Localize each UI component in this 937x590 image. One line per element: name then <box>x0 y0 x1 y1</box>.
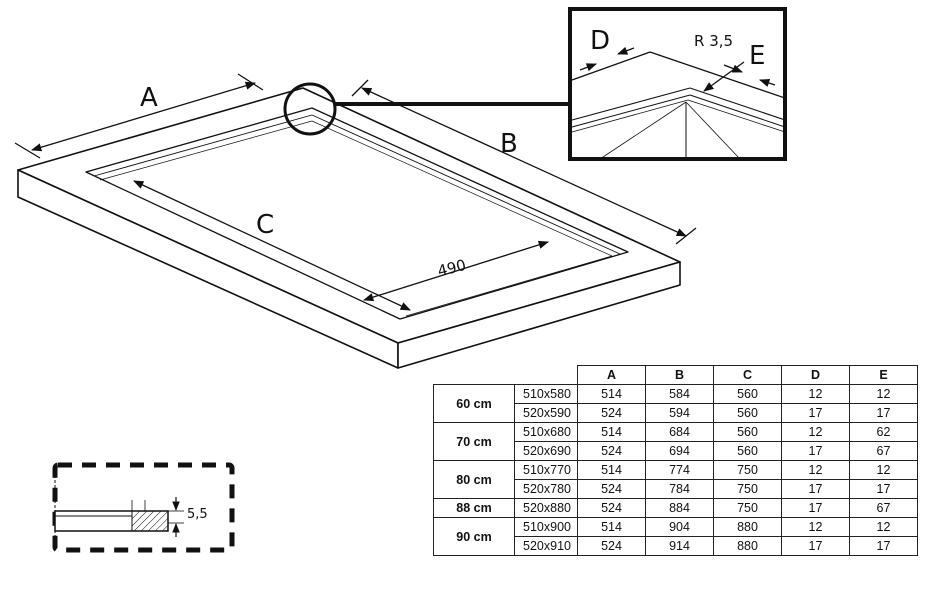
value-cell: 560 <box>713 441 782 461</box>
value-cell: 12 <box>781 460 850 480</box>
value-cell: 17 <box>849 536 918 556</box>
dimension-490-line <box>363 240 549 302</box>
size-cell: 510x580 <box>514 384 578 404</box>
value-cell: 17 <box>781 536 850 556</box>
value-cell: 560 <box>713 384 782 404</box>
value-cell: 17 <box>781 479 850 499</box>
value-cell: 750 <box>713 479 782 499</box>
value-cell: 67 <box>849 441 918 461</box>
value-cell: 62 <box>849 422 918 442</box>
value-cell: 17 <box>849 403 918 423</box>
value-cell: 684 <box>645 422 714 442</box>
size-cell: 510x680 <box>514 422 578 442</box>
size-cell: 520x880 <box>514 498 578 518</box>
group-label: 80 cm <box>433 460 515 499</box>
value-cell: 914 <box>645 536 714 556</box>
value-cell: 524 <box>577 403 646 423</box>
dimension-a-line <box>31 81 256 152</box>
value-cell: 17 <box>781 498 850 518</box>
value-cell: 514 <box>577 384 646 404</box>
value-cell: 560 <box>713 422 782 442</box>
section-detail: 5,5 <box>52 462 235 553</box>
group-label: 60 cm <box>433 384 515 423</box>
value-cell: 904 <box>645 517 714 537</box>
value-cell: 514 <box>577 422 646 442</box>
value-cell: 884 <box>645 498 714 518</box>
dimension-c-label: C <box>256 210 274 240</box>
value-cell: 12 <box>849 384 918 404</box>
radius-label: R 3,5 <box>694 32 733 50</box>
size-cell: 510x770 <box>514 460 578 480</box>
dimension-b-label: B <box>500 129 518 159</box>
group-label: 90 cm <box>433 517 515 556</box>
value-cell: 17 <box>781 441 850 461</box>
dimension-lines <box>14 73 697 311</box>
value-cell: 12 <box>781 517 850 537</box>
value-cell: 584 <box>645 384 714 404</box>
size-cell: 520x590 <box>514 403 578 423</box>
value-cell: 880 <box>713 536 782 556</box>
dimension-a-label: A <box>140 83 158 113</box>
value-cell: 694 <box>645 441 714 461</box>
tray-side-face <box>397 261 681 369</box>
size-cell: 520x690 <box>514 441 578 461</box>
value-cell: 880 <box>713 517 782 537</box>
dimension-e-label: E <box>749 41 765 71</box>
value-cell: 594 <box>645 403 714 423</box>
column-header: A <box>577 365 646 385</box>
value-cell: 774 <box>645 460 714 480</box>
value-cell: 524 <box>577 536 646 556</box>
value-cell: 514 <box>577 517 646 537</box>
size-cell: 510x900 <box>514 517 578 537</box>
column-header: D <box>781 365 850 385</box>
detail-circle <box>283 82 337 136</box>
value-cell: 17 <box>849 479 918 499</box>
value-cell: 750 <box>713 460 782 480</box>
detail-callout <box>283 82 570 136</box>
value-cell: 12 <box>781 384 850 404</box>
detail-inset <box>568 7 787 161</box>
value-cell: 12 <box>849 517 918 537</box>
value-cell: 560 <box>713 403 782 423</box>
value-cell: 514 <box>577 460 646 480</box>
dimension-b-line <box>361 87 687 237</box>
value-cell: 67 <box>849 498 918 518</box>
group-label: 88 cm <box>433 498 515 518</box>
group-label: 70 cm <box>433 422 515 461</box>
value-cell: 12 <box>781 422 850 442</box>
column-header: E <box>849 365 918 385</box>
size-cell: 520x910 <box>514 536 578 556</box>
value-cell: 17 <box>781 403 850 423</box>
value-cell: 524 <box>577 479 646 499</box>
depth-label: 5,5 <box>187 507 208 522</box>
value-cell: 524 <box>577 498 646 518</box>
size-cell: 520x780 <box>514 479 578 499</box>
value-cell: 784 <box>645 479 714 499</box>
value-cell: 12 <box>849 460 918 480</box>
value-cell: 524 <box>577 441 646 461</box>
column-header: B <box>645 365 714 385</box>
column-header: C <box>713 365 782 385</box>
dimension-d-label: D <box>590 26 610 56</box>
value-cell: 750 <box>713 498 782 518</box>
